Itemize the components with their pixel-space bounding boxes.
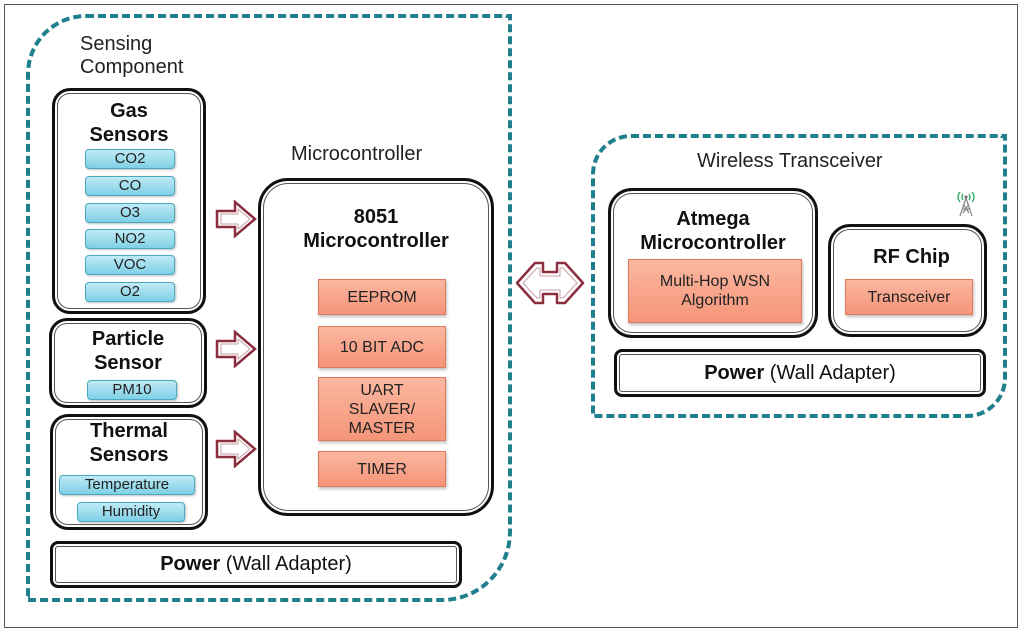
sensor-chip-humidity: Humidity [77, 502, 185, 522]
wireless-power-bar: Power (Wall Adapter) [614, 349, 986, 397]
mcu-8051-title: 8051 Microcontroller [303, 206, 449, 252]
sensing-component-label: Sensing Component [80, 33, 183, 79]
bidirectional-arrow-icon [515, 261, 585, 305]
sensor-chip-co2: CO2 [85, 149, 175, 169]
antenna-icon [957, 191, 975, 217]
sensing-label-line2: Component [80, 56, 184, 78]
power-label: Power [160, 553, 221, 575]
rf-chip-box: RF Chip Transceiver [828, 224, 987, 337]
sensing-label-line1: Sensing [80, 33, 153, 55]
thermal-sensors-box: Thermal Sensors Temperature Humidity [50, 414, 208, 530]
module-multihop-wsn: Multi-Hop WSN Algorithm [628, 259, 802, 323]
thermal-sensors-title: Thermal Sensors [89, 420, 169, 466]
sensor-chip-pm10: PM10 [87, 380, 177, 400]
sensor-chip-o3: O3 [85, 203, 175, 223]
microcontroller-label: Microcontroller [291, 143, 423, 165]
module-eeprom: EEPROM [318, 279, 446, 315]
rf-chip-title: RF Chip [873, 246, 950, 268]
atmega-title: Atmega Microcontroller [640, 208, 786, 254]
sensor-chip-co: CO [85, 176, 175, 196]
atmega-box: Atmega Microcontroller Multi-Hop WSN Alg… [608, 188, 818, 338]
arrow-right-icon [215, 330, 257, 368]
gas-sensors-box: Gas Sensors CO2 CO O3 NO2 VOC O2 [52, 88, 206, 314]
figure-frame [4, 4, 1018, 628]
mcu-8051-box: 8051 Microcontroller EEPROM 10 BIT ADC U… [258, 178, 494, 516]
power-label: Power [704, 362, 765, 384]
sensor-chip-temperature: Temperature [59, 475, 195, 495]
module-timer: TIMER [318, 451, 446, 487]
module-transceiver: Transceiver [845, 279, 973, 315]
power-source: (Wall Adapter) [220, 553, 352, 575]
sensing-power-bar: Power (Wall Adapter) [50, 541, 462, 588]
wireless-transceiver-group [591, 134, 1007, 418]
arrow-right-icon [215, 200, 257, 238]
sensor-chip-voc: VOC [85, 255, 175, 275]
module-adc: 10 BIT ADC [318, 326, 446, 368]
power-source: (Wall Adapter) [764, 362, 896, 384]
sensor-chip-no2: NO2 [85, 229, 175, 249]
module-uart: UART SLAVER/ MASTER [318, 377, 446, 441]
particle-sensor-box: Particle Sensor PM10 [49, 318, 207, 408]
particle-sensor-title: Particle Sensor [91, 328, 165, 374]
wireless-transceiver-label: Wireless Transceiver [697, 150, 883, 172]
gas-sensors-title: Gas Sensors [89, 100, 169, 146]
sensing-component-group [26, 14, 512, 602]
arrow-right-icon [215, 430, 257, 468]
sensor-chip-o2: O2 [85, 282, 175, 302]
